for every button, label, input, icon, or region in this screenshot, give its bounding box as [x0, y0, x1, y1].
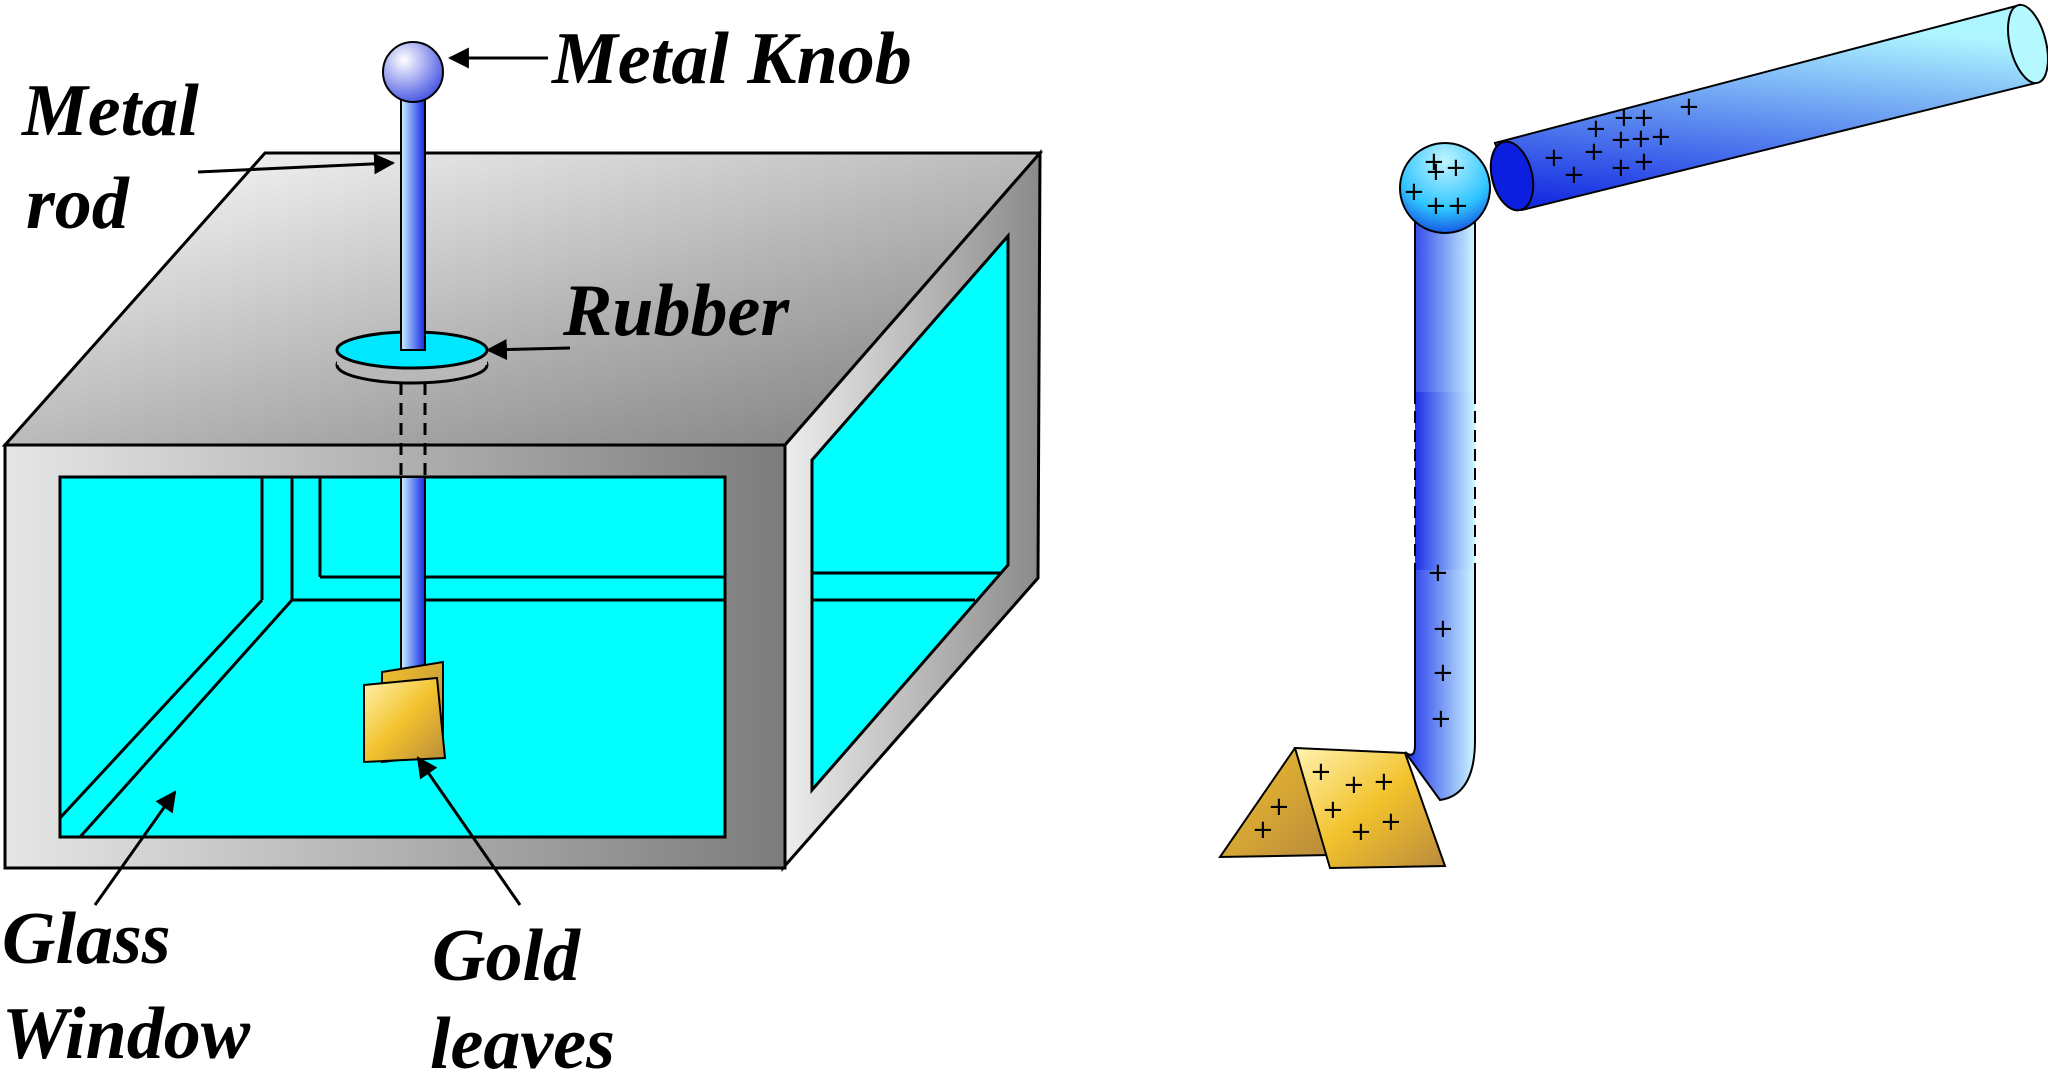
- charge-sign: +: [1343, 770, 1365, 800]
- interior-edges: [58, 477, 725, 839]
- rubber-label: Rubber: [562, 270, 790, 352]
- metal-rod-lower: [400, 476, 426, 686]
- charge-sign: +: [1373, 767, 1395, 797]
- rubber-arrow: [485, 339, 571, 361]
- charge-sign: +: [1252, 815, 1274, 845]
- charged-electroscope: + + + + + + + + + + + + + + + + + + + + …: [1218, 3, 2048, 870]
- label-arrows: [93, 47, 571, 906]
- charge-sign: +: [1447, 191, 1469, 221]
- charge-sign: +: [1432, 614, 1454, 644]
- metal-rod-upper: [400, 91, 426, 351]
- charge-sign: +: [1425, 191, 1447, 221]
- metal-rod-label-line2: rod: [26, 163, 130, 245]
- charge-sign: +: [1610, 125, 1632, 155]
- charge-sign: +: [1583, 137, 1605, 167]
- charge-sign: +: [1678, 92, 1700, 122]
- glass-window-label-line1: Glass: [2, 898, 171, 980]
- metal-knob-label: Metal Knob: [551, 18, 912, 100]
- metal-rod-label-line1: Metal: [21, 70, 199, 152]
- side-glass-window: [810, 232, 1010, 795]
- charge-sign: +: [1432, 658, 1454, 688]
- charge-sign: +: [1430, 704, 1452, 734]
- charge-sign: +: [1633, 147, 1655, 177]
- charged-stick: [1489, 3, 2048, 212]
- charge-sign: +: [1445, 153, 1467, 183]
- glass-window-label-line2: Window: [2, 993, 251, 1075]
- charge-sign: +: [1322, 795, 1344, 825]
- charge-sign: +: [1268, 792, 1290, 822]
- metal-rod-arrow: [197, 153, 396, 175]
- gold-leaves-arrow: [416, 756, 522, 906]
- glass-window-arrow: [93, 790, 177, 906]
- charge-sign: +: [1423, 147, 1445, 177]
- glass-window: [58, 475, 727, 839]
- charge-sign: +: [1350, 817, 1372, 847]
- charge-sign: +: [1543, 143, 1565, 173]
- charge-sign: +: [1380, 807, 1402, 837]
- charge-sign: +: [1650, 122, 1672, 152]
- charge-sign: +: [1613, 103, 1635, 133]
- charge-sign: +: [1585, 114, 1607, 144]
- charge-sign: +: [1425, 157, 1447, 187]
- charge-sign: +: [1610, 153, 1632, 183]
- metal-knob: [382, 41, 444, 103]
- gold-leaves: [363, 660, 447, 764]
- charge-sign: +: [1630, 124, 1652, 154]
- charge-sign: +: [1403, 177, 1425, 207]
- charge-sign: +: [1427, 558, 1449, 588]
- charge-sign: +: [1563, 160, 1585, 190]
- charge-sign: +: [1633, 103, 1655, 133]
- gold-leaves-label-line2: leaves: [430, 1003, 615, 1076]
- charged-knob: [1399, 142, 1491, 234]
- charge-signs: + + + + + + + + + + + + + + + + + + + + …: [1252, 92, 1700, 847]
- gold-leaves-label-line1: Gold: [432, 915, 581, 997]
- electroscope-box: [1, 41, 1044, 872]
- charge-sign: +: [1310, 757, 1332, 787]
- diverged-gold-leaves: [1218, 746, 1447, 870]
